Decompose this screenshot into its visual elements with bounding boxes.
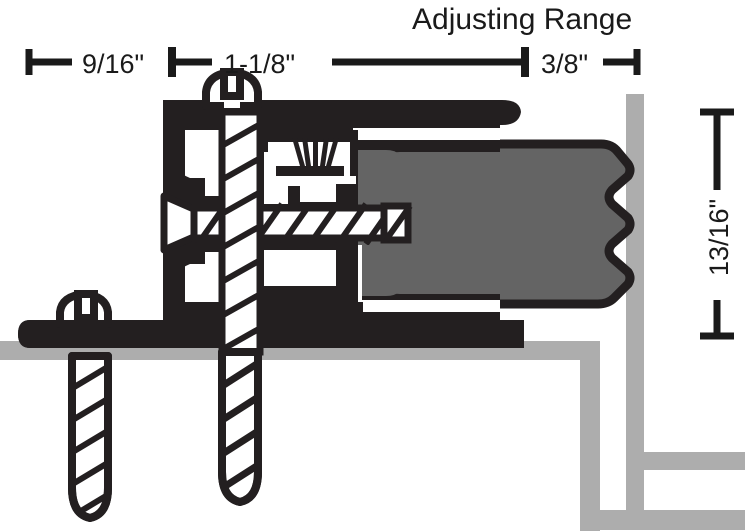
mounting-screw-vertical-center [202, 68, 264, 506]
floor-substrate [0, 94, 745, 531]
horizontal-dimension-line [25, 47, 641, 77]
dim-label-1-1-8: 1-1/8" [224, 49, 295, 79]
dim-label-9-16: 9/16" [82, 49, 144, 79]
horizontal-dimension-labels: 9/16" 1-1/8" 3/8" [82, 49, 588, 79]
vertical-dim-label: 13/16" [704, 199, 734, 276]
spring-fan-detail [268, 136, 356, 184]
vertical-dimension-line [700, 108, 734, 340]
mounting-screw-vertical-left [56, 290, 112, 522]
diagram-title: Adjusting Range [412, 3, 632, 36]
dim-label-3-8: 3/8" [541, 49, 588, 79]
